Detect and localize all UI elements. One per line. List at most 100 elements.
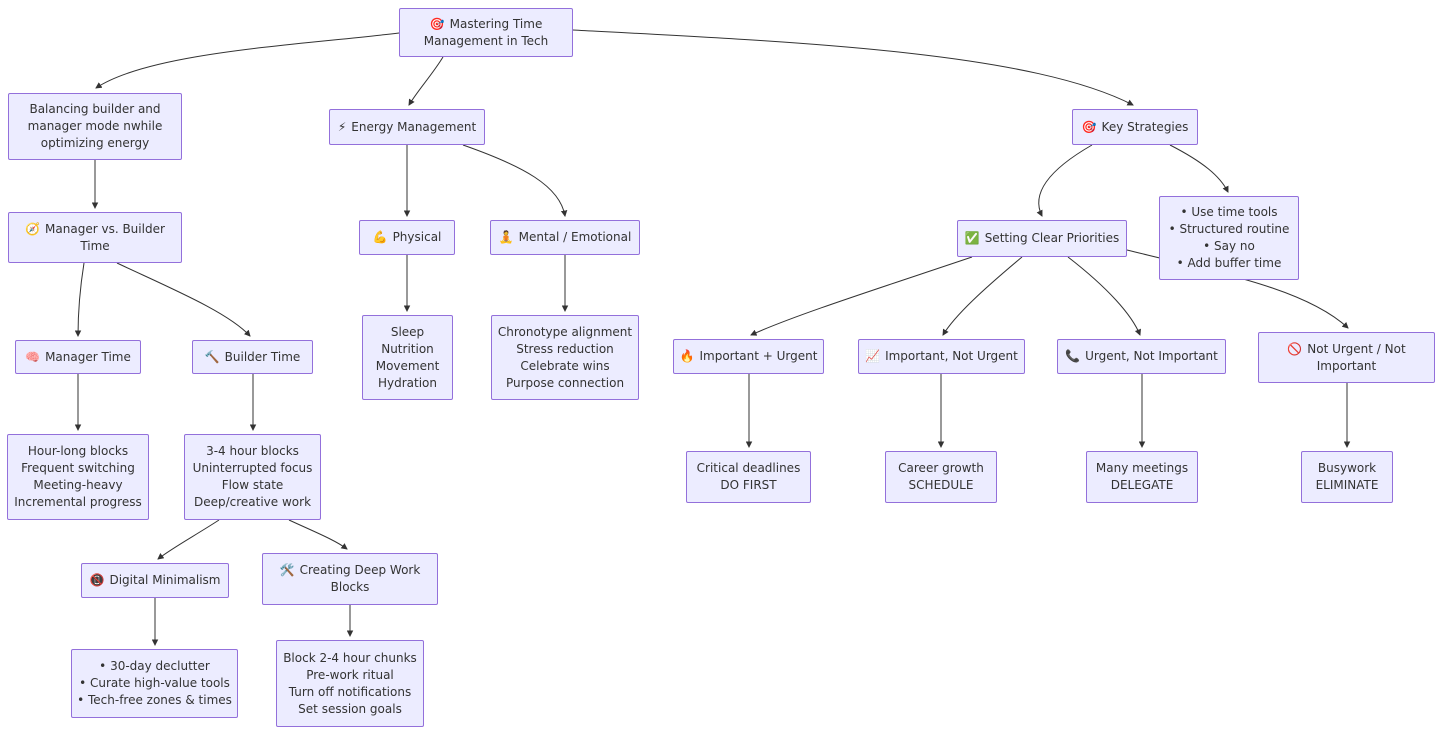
node-energy-management: ⚡ Energy Management: [329, 109, 485, 145]
node-label: • Add buffer time: [1176, 256, 1282, 270]
node-balancing-modes: Balancing builder and manager mode nwhil…: [8, 93, 182, 160]
no-mobile-phone-icon: 📵: [89, 573, 105, 587]
node-label: SCHEDULE: [908, 478, 974, 492]
node-label: Busywork: [1317, 461, 1377, 475]
node-label: Physical: [392, 230, 442, 244]
node-digital-minimalism: 📵Digital Minimalism: [81, 563, 229, 598]
node-label: Deep/creative work: [193, 495, 312, 509]
node-label: • Tech-free zones & times: [77, 693, 232, 707]
node-label: Uninterrupted focus: [192, 461, 313, 475]
node-label: Pre-work ritual: [306, 667, 394, 682]
node-label: Hydration: [377, 375, 437, 390]
dart-target-icon: 🎯: [1081, 119, 1097, 134]
node-label: DELEGATE: [1110, 478, 1174, 492]
lightning-bolt-icon: ⚡: [337, 119, 347, 134]
node-label: DO FIRST: [720, 478, 777, 492]
node-deep-work-details: Block 2-4 hour chunks Pre-work ritual Tu…: [276, 640, 424, 727]
node-label: Setting Clear Priorities: [984, 231, 1120, 245]
node-many-meetings: Many meetings DELEGATE: [1086, 451, 1198, 503]
node-critical-deadlines: Critical deadlines DO FIRST: [686, 451, 811, 503]
node-label: Incremental progress: [14, 495, 142, 509]
node-physical-details: Sleep Nutrition Movement Hydration: [362, 315, 453, 400]
node-mental-emotional: 🧘 Mental / Emotional: [490, 220, 640, 255]
hammer-wrench-icon: 🛠️: [279, 563, 295, 577]
edge-priorities-importanturgent: [750, 256, 973, 336]
node-label: Sleep: [390, 324, 425, 339]
node-label: Builder Time: [224, 349, 301, 364]
node-label: • Curate high-value tools: [79, 676, 230, 690]
node-urgent-not-important: 📞 Urgent, Not Important: [1057, 339, 1226, 374]
node-label: Hour-long blocks: [27, 444, 129, 458]
node-label: Chronotype alignment: [497, 324, 633, 339]
node-manager-time-details: Hour-long blocks Frequent switching Meet…: [7, 434, 149, 520]
chart-increasing-icon: 📈: [865, 349, 881, 363]
meditation-icon: 🧘: [498, 230, 514, 244]
check-mark-icon: ✅: [964, 231, 980, 245]
edge-keystrategies-priorities: [1036, 144, 1093, 217]
node-manager-vs-builder-time: 🧭 Manager vs. Builder Time: [8, 212, 182, 263]
node-label: Balancing builder and: [29, 102, 161, 116]
hammer-icon: 🔨: [204, 349, 220, 364]
edge-priorities-importantnoturgent: [942, 256, 1023, 336]
edge-root-energy: [408, 56, 444, 106]
node-builder-time: 🔨 Builder Time: [192, 340, 313, 374]
node-root-mastering-time: 🎯 Mastering Time Management in Tech: [399, 8, 573, 57]
node-not-urgent-not-important: 🚫 Not Urgent / Not Important: [1258, 332, 1435, 383]
flexed-biceps-icon: 💪: [372, 230, 388, 244]
node-label: Turn off notifications: [288, 684, 412, 699]
node-label: Celebrate wins: [520, 358, 610, 373]
brain-icon: 🧠: [25, 349, 41, 364]
node-label: optimizing energy: [40, 136, 150, 150]
node-label: Career growth: [898, 461, 984, 475]
edge-root-keystrategies: [572, 29, 1134, 106]
node-label: Blocks: [330, 580, 370, 594]
telephone-receiver-icon: 📞: [1065, 349, 1081, 363]
node-time-tools-list: • Use time tools • Structured routine • …: [1159, 196, 1299, 280]
node-label: Important + Urgent: [699, 349, 818, 363]
node-busywork: Busywork ELIMINATE: [1301, 451, 1393, 503]
node-label: manager mode nwhile: [27, 119, 163, 133]
prohibited-icon: 🚫: [1287, 341, 1303, 356]
node-label: Movement: [375, 358, 440, 373]
node-mental-details: Chronotype alignment Stress reduction Ce…: [491, 315, 639, 400]
node-label: ELIMINATE: [1315, 478, 1379, 492]
node-label: • Use time tools: [1180, 205, 1278, 219]
node-career-growth: Career growth SCHEDULE: [885, 451, 997, 503]
node-label: Time: [80, 238, 110, 253]
edge-energy-mental: [462, 144, 568, 217]
node-label: Manager Time: [45, 349, 131, 364]
node-label: Mental / Emotional: [518, 230, 632, 244]
node-label: Critical deadlines: [696, 461, 801, 475]
node-label: 3-4 hour blocks: [206, 444, 299, 458]
node-key-strategies: 🎯Key Strategies: [1072, 109, 1198, 145]
node-label: Mastering Time: [449, 16, 543, 31]
node-label: Block 2-4 hour chunks: [283, 650, 417, 665]
node-label: • Structured routine: [1168, 222, 1290, 236]
node-builder-time-details: 3-4 hour blocks Uninterrupted focus Flow…: [184, 434, 321, 520]
node-label: Energy Management: [351, 119, 477, 134]
node-label: • 30-day declutter: [99, 659, 210, 673]
edge-builderleaf-deepwork: [288, 519, 348, 550]
compass-icon: 🧭: [25, 221, 41, 236]
node-label: Set session goals: [298, 701, 402, 716]
node-label: Purpose connection: [505, 375, 625, 390]
fire-icon: 🔥: [679, 349, 695, 363]
node-label: Frequent switching: [21, 461, 135, 475]
node-label: • Say no: [1203, 239, 1255, 253]
edge-builderleaf-digitalminimalism: [157, 519, 220, 560]
edge-mvb-buildertime: [116, 262, 251, 337]
node-label: Urgent, Not Important: [1085, 349, 1218, 363]
edge-priorities-urgentnotimportant: [1067, 256, 1141, 336]
dart-target-icon: 🎯: [429, 16, 445, 31]
node-label: Not Urgent / Not: [1307, 341, 1406, 356]
node-label: Many meetings: [1095, 461, 1189, 475]
node-label: Stress reduction: [516, 341, 614, 356]
node-label: Manager vs. Builder: [45, 221, 165, 236]
node-important-urgent: 🔥 Important + Urgent: [673, 339, 824, 374]
node-digital-minimalism-details: • 30-day declutter • Curate high-value t…: [71, 649, 238, 718]
node-label: Important: [1316, 358, 1377, 373]
node-label: Meeting-heavy: [33, 478, 123, 492]
node-label: Management in Tech: [423, 33, 549, 48]
